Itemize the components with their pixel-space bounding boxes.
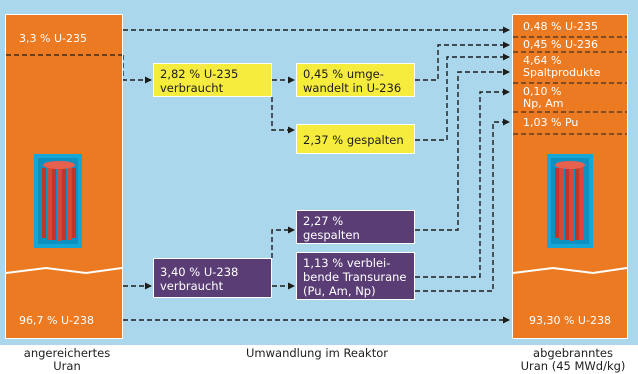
arrow-consumed-to-split [271, 97, 295, 134]
pu-label: 1,03 % Pu [523, 116, 579, 129]
split-u235-line1: 2,37 % gespalten [303, 133, 404, 147]
arrow-transuranics-to-npam [415, 88, 510, 278]
enriched-caption-line1: angereichertes [23, 346, 111, 360]
split-u238-line2: gespalten [303, 228, 360, 242]
u235-consumed-line2: verbraucht [160, 81, 224, 95]
fission-products-label: Spaltprodukte [523, 66, 601, 79]
u235-initial-label: 3,3 % U-235 [19, 32, 87, 45]
transuranics-line3: (Pu, Am, Np) [303, 284, 376, 298]
arrow-split238-to-fission [415, 68, 510, 231]
u236-label: 0,45 % U-236 [523, 38, 598, 51]
u238-consumed-box: 3,40 % U-238 verbraucht [153, 258, 272, 298]
fission-products-percent: 4,64 % [523, 54, 562, 67]
u235-consumed-box: 2,82 % U-235 verbraucht [153, 63, 272, 97]
split-u238-line1: 2,27 % [303, 214, 344, 228]
converted-line1: 0,45 % umge- [303, 67, 384, 81]
fuel-assembly-icon [34, 154, 82, 248]
u238-remaining-label: 93,30 % U-238 [529, 314, 611, 327]
converted-line2: wandelt in U-236 [303, 81, 402, 95]
fuel-rods-icon [38, 158, 78, 244]
u235-remaining-label: 0,48 % U-235 [523, 20, 598, 33]
column-dividers [6, 54, 122, 275]
np-am-percent: 0,10 % [523, 85, 562, 98]
np-am-label: Np, Am [523, 97, 564, 110]
arrow-consumed238-to-split [271, 226, 295, 258]
spent-caption-line2: Uran (45 MWd/kg) [520, 359, 626, 373]
flow-arrows [122, 26, 510, 324]
enriched-uranium-column: 3,3 % U-235 96,7 % U-238 [5, 14, 123, 339]
u238-consumed-line2: verbraucht [160, 279, 224, 293]
enriched-uranium-caption: angereichertes Uran [8, 347, 126, 373]
arrow-split235-to-fission [415, 53, 510, 141]
transuranics-line2: bende Transurane [303, 270, 407, 284]
arrow-transuranics-to-pu [415, 118, 510, 292]
spent-uranium-caption: abgebranntes Uran (45 MWd/kg) [512, 347, 634, 373]
arrow-u235-to-consumed [122, 55, 152, 84]
u235-consumed-line1: 2,82 % U-235 [160, 67, 239, 81]
spent-fuel-assembly-icon [547, 154, 593, 248]
split-u235-box: 2,37 % gespalten [296, 124, 415, 154]
spent-fuel-rods-icon [551, 158, 589, 244]
column-dividers-right [513, 36, 627, 275]
converted-u236-box: 0,45 % umge- wandelt in U-236 [296, 63, 415, 97]
transuranics-line1: 1,13 % verblei- [303, 256, 391, 270]
reactor-conversion-caption: Umwandlung im Reaktor [246, 346, 388, 360]
spent-caption-line1: abgebranntes [533, 346, 613, 360]
split-u238-box: 2,27 % gespalten [296, 210, 415, 244]
u238-consumed-line1: 3,40 % U-238 [160, 265, 239, 279]
u238-initial-label: 96,7 % U-238 [19, 314, 94, 327]
spent-uranium-column: 0,48 % U-235 0,45 % U-236 4,64 % Spaltpr… [512, 14, 628, 339]
arrow-converted-to-u236 [415, 41, 510, 81]
transuranics-box: 1,13 % verblei- bende Transurane (Pu, Am… [296, 252, 415, 300]
enriched-caption-line2: Uran [53, 359, 81, 373]
